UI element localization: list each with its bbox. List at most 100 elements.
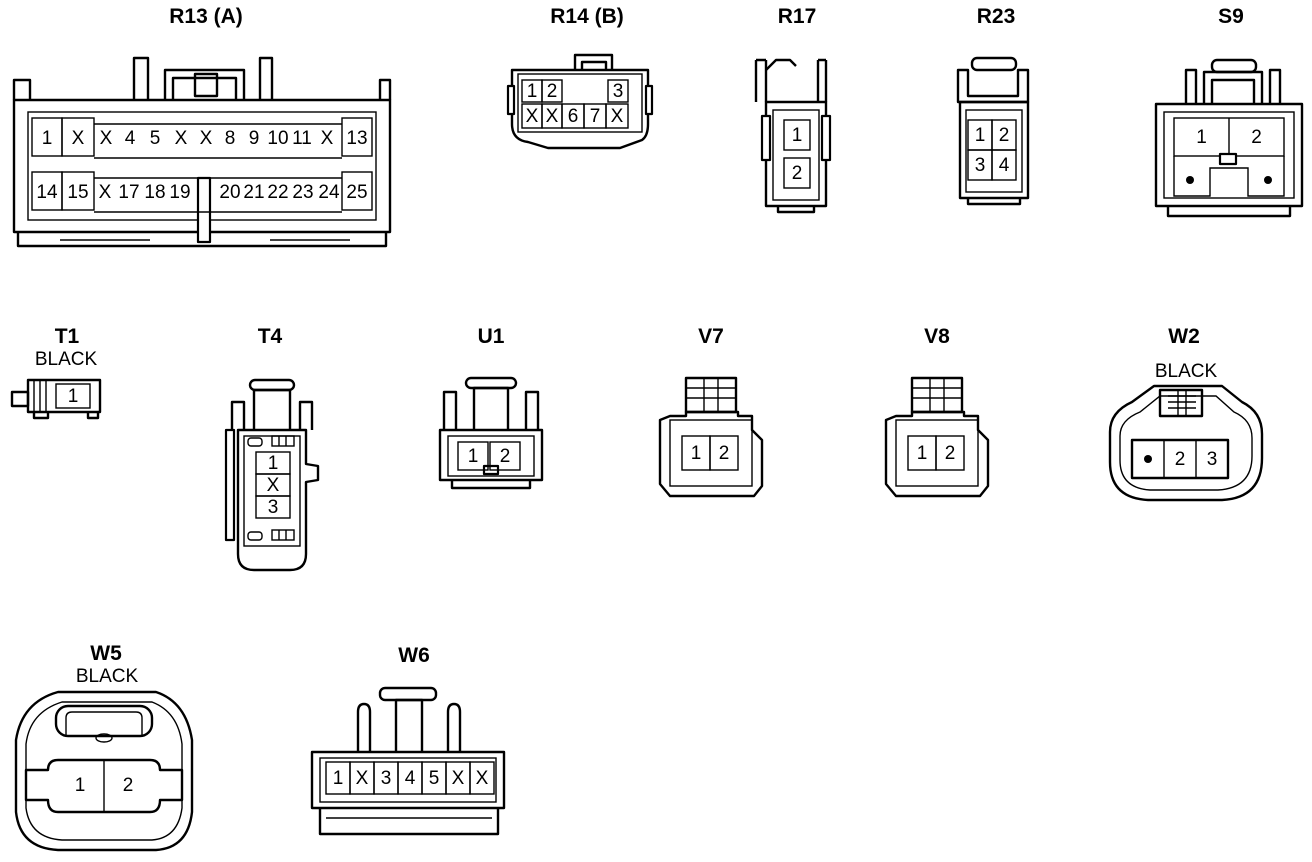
pin-label: 19: [169, 182, 190, 203]
pin-label: 18: [144, 182, 165, 203]
pin-label: 1: [75, 775, 86, 796]
connector-s9: S9 1 2: [1154, 5, 1304, 218]
pin-label: 21: [243, 182, 264, 203]
pin-label: 8: [225, 128, 236, 149]
pin-label: 1: [333, 768, 344, 789]
pin-cell: [783, 119, 811, 151]
pin-cell: [607, 79, 629, 103]
pin-label: 9: [249, 128, 260, 149]
pin-cell: [935, 435, 965, 471]
pin-label: 1: [691, 443, 702, 464]
pin-label: 1: [68, 386, 79, 407]
pin-label: 2: [500, 446, 511, 467]
pin-cell: [469, 761, 495, 795]
pin-label: 1: [42, 128, 53, 149]
connector-title-v8: V8: [924, 325, 950, 348]
pin-label: 2: [792, 163, 803, 184]
pin-label: X: [546, 106, 559, 127]
pin-label: 1: [1196, 127, 1207, 148]
pin-cell: [783, 157, 811, 189]
pin-label: 2: [945, 443, 956, 464]
pin-label: 25: [346, 182, 367, 203]
pin-label: 13: [346, 128, 367, 149]
pin-cell: [55, 383, 91, 409]
pin-label: 1: [468, 446, 479, 467]
pin-label: X: [611, 106, 624, 127]
pin-label: 2: [1251, 127, 1262, 148]
pin-cell: [457, 441, 489, 471]
pin-label: 15: [67, 182, 88, 203]
connector-title-w6: W6: [398, 644, 430, 667]
pin-label: X: [99, 182, 112, 203]
pin-label: 1: [792, 125, 803, 146]
pin-label: X: [321, 128, 334, 149]
pin-label: 4: [125, 128, 136, 149]
pin-label: 4: [405, 768, 416, 789]
pin-label: 24: [318, 182, 340, 203]
pin-label: 7: [590, 106, 601, 127]
connector-title-r13: R13 (A): [169, 5, 243, 28]
pin-label: 3: [975, 155, 986, 176]
pin-label: 3: [381, 768, 392, 789]
pin-label: X: [476, 768, 489, 789]
pin-label: X: [175, 128, 188, 149]
connector-title-w5: W5: [90, 642, 122, 665]
connector-title-v7: V7: [698, 325, 724, 348]
pin-label: 3: [1207, 449, 1218, 470]
pin-label: X: [452, 768, 465, 789]
pin-label: 22: [267, 182, 288, 203]
pin-label: 17: [118, 182, 139, 203]
pin-label: 2: [999, 125, 1010, 146]
pin-label: X: [526, 106, 539, 127]
connector-title-t1: T1: [55, 325, 80, 348]
connector-title-w2: W2: [1168, 325, 1200, 348]
pin-label: 4: [999, 155, 1010, 176]
connector-w5: W5 BLACK 1 2: [14, 642, 194, 852]
connector-title-r23: R23: [977, 5, 1016, 28]
pin-label: 6: [568, 106, 579, 127]
connector-color-w5: BLACK: [76, 666, 139, 687]
connector-title-s9: S9: [1218, 5, 1244, 28]
connector-title-r14: R14 (B): [550, 5, 624, 28]
pin-label: X: [100, 128, 113, 149]
pin-label: 1: [917, 443, 928, 464]
pin-label: 2: [719, 443, 730, 464]
pin-label: 5: [150, 128, 161, 149]
pin-label: X: [200, 128, 213, 149]
pin-label: 14: [36, 182, 58, 203]
pin-cell: [489, 441, 521, 471]
pin-label: X: [72, 128, 85, 149]
pin-cell: [709, 435, 739, 471]
pin-label: 10: [267, 128, 288, 149]
pin-label: 5: [429, 768, 440, 789]
pin-label: 20: [219, 182, 240, 203]
connector-title-r17: R17: [778, 5, 817, 28]
pin-cell: [605, 103, 629, 129]
connector-t4: T4 1X3: [224, 325, 320, 572]
pin-label: 2: [123, 775, 134, 796]
pin-label: 3: [268, 497, 279, 518]
connector-r17: R17 1 2: [754, 5, 832, 214]
pin-label: X: [267, 475, 280, 496]
pin-cell: [991, 149, 1017, 181]
connector-t1: T1 BLACK 1: [10, 325, 102, 420]
connector-color-t1: BLACK: [35, 349, 98, 370]
pin-label: 3: [613, 81, 624, 102]
pin-label: 1: [975, 125, 986, 146]
pin-label: 23: [292, 182, 313, 203]
pin-cell: [255, 495, 291, 519]
pin-label: 11: [292, 128, 312, 149]
connector-title-u1: U1: [478, 325, 505, 348]
pin-cell: [541, 79, 563, 103]
connector-title-t4: T4: [258, 325, 283, 348]
pin-label: 2: [1175, 449, 1186, 470]
